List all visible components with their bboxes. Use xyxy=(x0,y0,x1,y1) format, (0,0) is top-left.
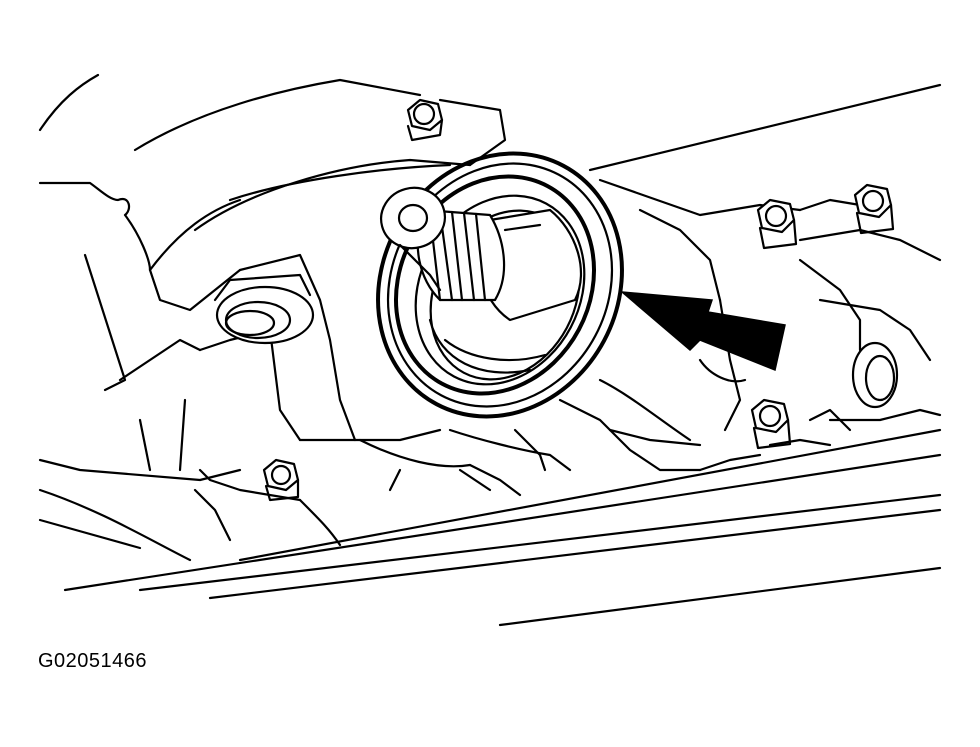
output-shaft xyxy=(380,186,583,322)
bolt-icon xyxy=(853,183,895,235)
bolt-icon xyxy=(406,98,444,142)
arrow-icon xyxy=(619,291,786,372)
case-plug xyxy=(213,273,315,345)
bolt-icon xyxy=(262,458,300,502)
figure-code: G02051466 xyxy=(38,650,148,672)
case-plug-right xyxy=(851,341,899,409)
transmission-case xyxy=(38,73,942,627)
bolt-icon xyxy=(750,398,792,450)
bolt-icon xyxy=(756,198,798,250)
